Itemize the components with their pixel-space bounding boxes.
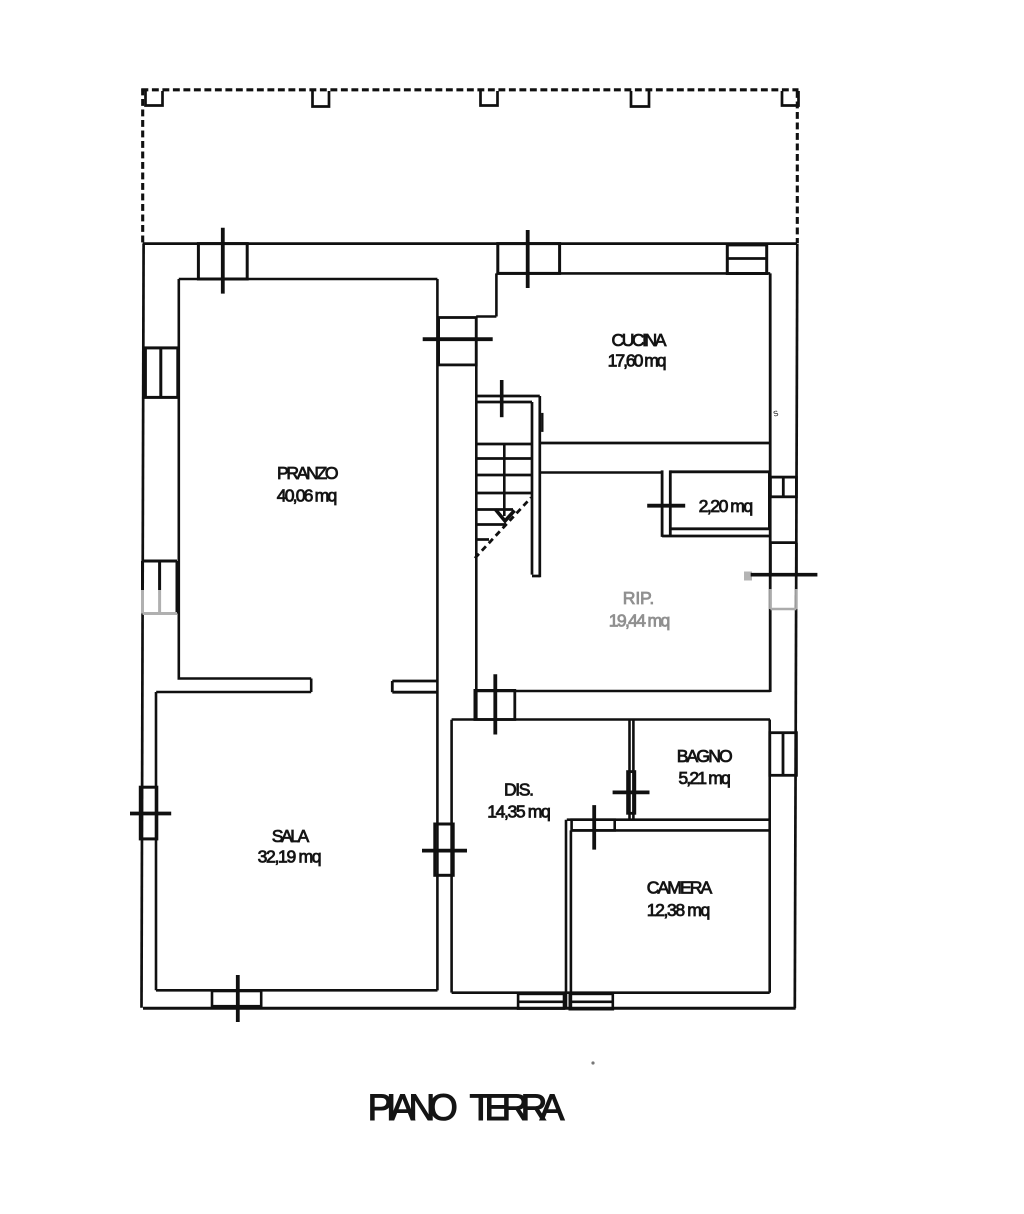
svg-text:TERRA: TERRA [470,1087,565,1128]
svg-text:CUCINA: CUCINA [612,330,667,350]
svg-text:PIANO: PIANO [368,1087,458,1128]
svg-text:5,21 mq: 5,21 mq [678,768,731,788]
svg-text:32,19 mq: 32,19 mq [258,847,322,867]
svg-text:19,44 mq: 19,44 mq [609,611,671,631]
svg-text:BAGNO: BAGNO [677,746,733,766]
svg-text:SALA: SALA [272,826,310,846]
svg-text:17,60 mq: 17,60 mq [608,351,667,371]
svg-text:2,20 mq: 2,20 mq [699,496,754,516]
svg-text:40,06 mq: 40,06 mq [277,486,338,506]
svg-text:12,38 mq: 12,38 mq [647,900,711,920]
svg-text:RIP.: RIP. [623,588,655,608]
svg-text:DIS.: DIS. [504,780,534,800]
svg-text:PRANZO: PRANZO [277,463,339,483]
svg-text:14,35 mq: 14,35 mq [487,802,551,822]
svg-text:CAMERA: CAMERA [647,878,713,898]
svg-text:s: s [772,408,780,420]
